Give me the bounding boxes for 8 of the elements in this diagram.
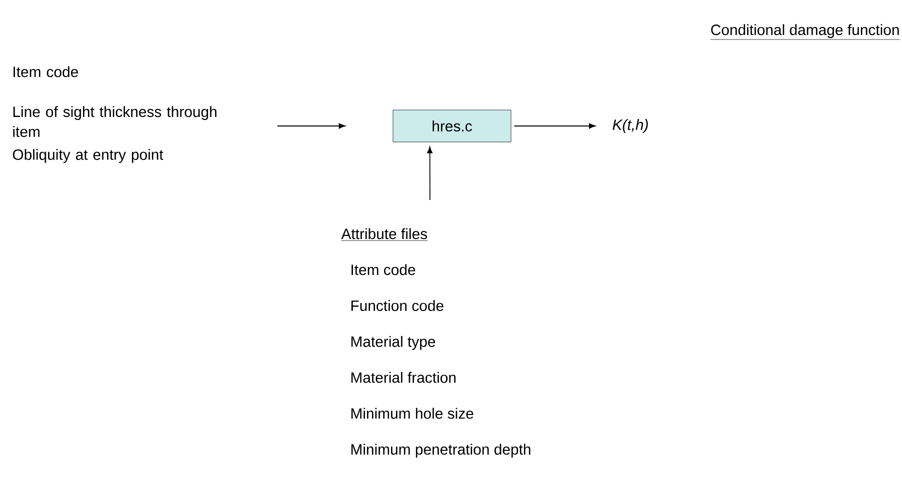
- arrow: [514, 123, 596, 129]
- process-box: hres.c: [392, 110, 512, 142]
- arrow: [276, 123, 346, 129]
- title: Conditional damage function: [710, 24, 900, 40]
- output-text: K(t,h): [612, 119, 648, 133]
- input-text: Item code Line of sight thickness through item Obliquity at entry point: [12, 66, 216, 163]
- attribute-list: Attribute files Item code Function code Material type Material fraction Minimum hole size Minimum penetration depth: [341, 228, 530, 458]
- arrow: [427, 146, 432, 200]
